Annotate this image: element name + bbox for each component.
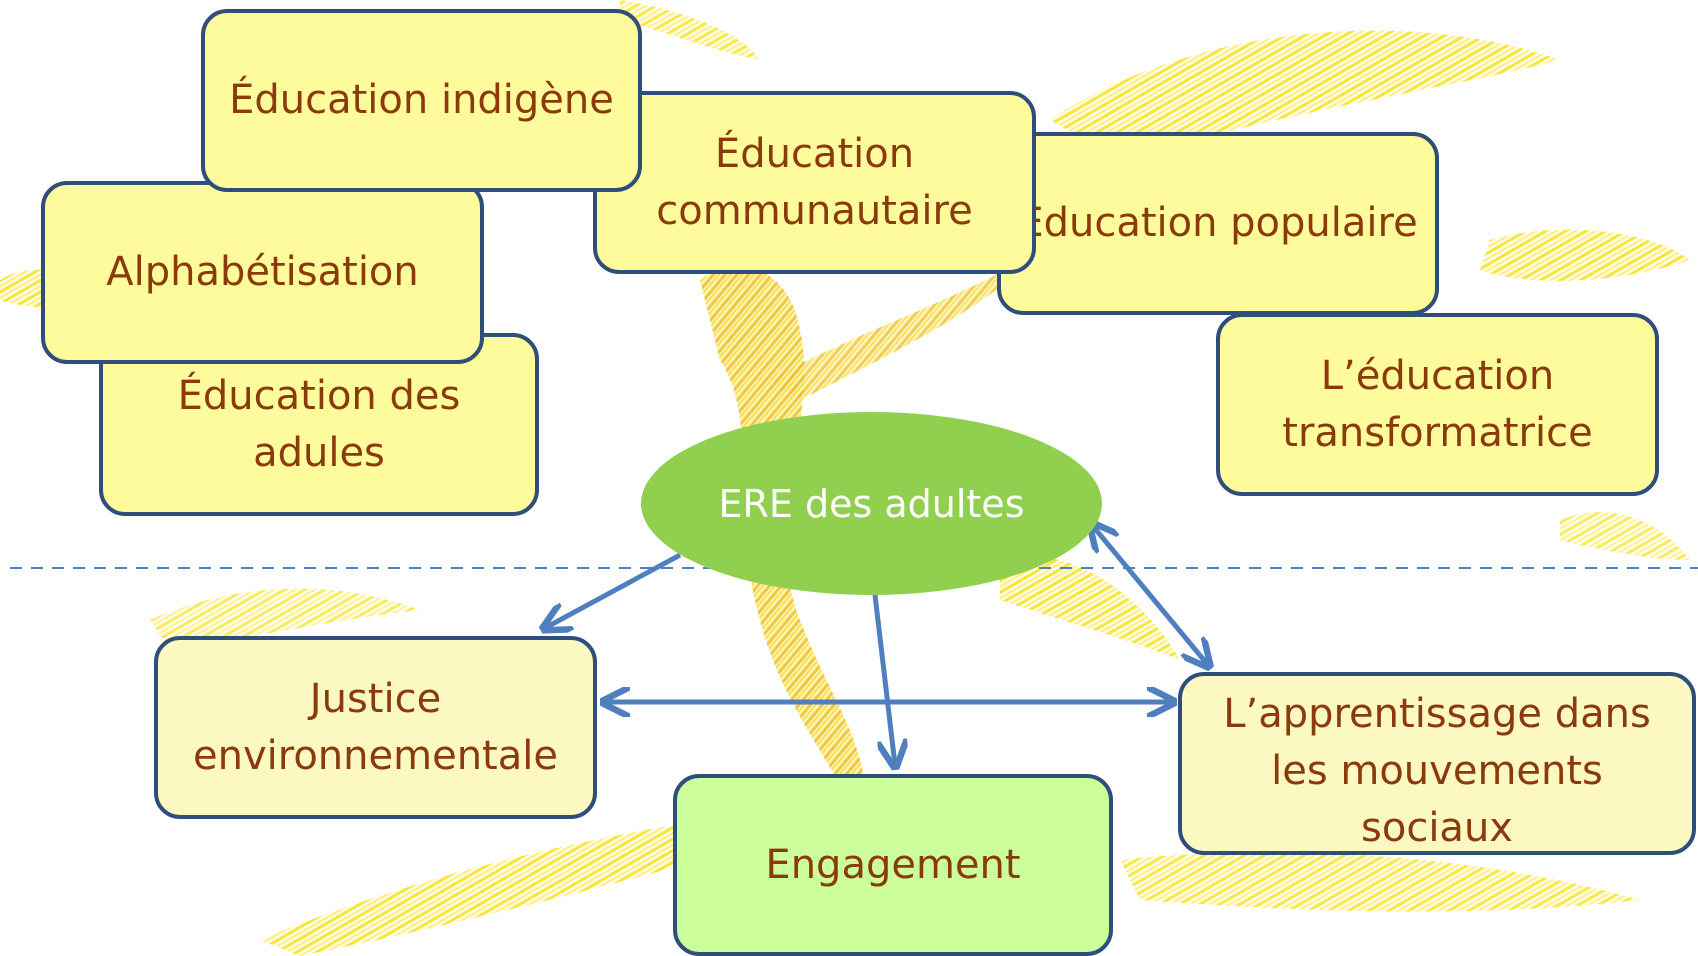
box-education-indigene: Éducation indigène [201,9,642,192]
label-education-communautaire: Éducation communautaire [656,130,973,234]
brush-stroke-right [1480,229,1690,281]
box-justice-environnementale: Justice environnementale [154,636,597,819]
arrow-to-social-movements [1092,525,1208,665]
box-apprentissage-mouvements-sociaux: L’apprentissage dans les mouvements soci… [1178,672,1696,855]
brush-stroke-top-center [620,0,760,60]
brush-stroke-bottom-right [1120,852,1640,912]
box-alphabetisation: Alphabétisation [41,181,484,364]
center-ellipse-ere-adultes: ERE des adultes [641,412,1102,595]
brush-stroke-mid-right [1560,512,1690,560]
box-education-transformatrice: L’éducation transformatrice [1216,313,1659,496]
label-alphabetisation: Alphabétisation [106,249,419,295]
label-education-transformatrice: L’éducation transformatrice [1282,352,1593,456]
center-label: ERE des adultes [718,481,1025,526]
brush-stroke-lower-left [150,588,420,650]
label-education-indigene: Éducation indigène [229,77,614,123]
label-engagement: Engagement [765,841,1021,888]
box-engagement: Engagement [673,774,1113,956]
arrow-to-engagement [872,594,895,765]
brush-stroke-arm [770,250,1040,400]
label-education-populaire: Éducation populaire [1018,200,1418,246]
label-justice-environnementale: Justice environnementale [193,675,558,779]
label-education-adultes: Éducation des adules [177,372,461,476]
label-apprentissage-mouvements-sociaux: L’apprentissage dans les mouvements soci… [1223,691,1651,851]
arrow-to-justice [545,552,682,628]
box-education-communautaire: Éducation communautaire [593,91,1036,274]
brush-stroke-top-right [1050,30,1560,160]
box-education-populaire: Éducation populaire [997,132,1439,315]
